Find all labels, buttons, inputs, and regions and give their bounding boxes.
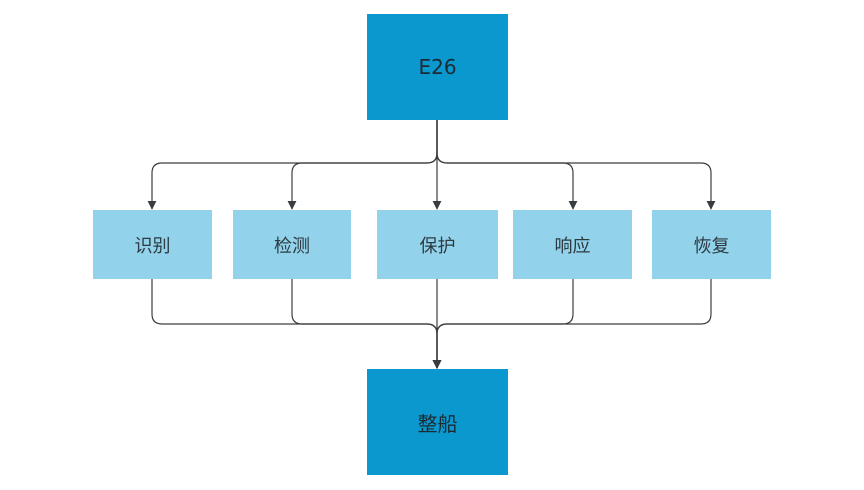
middle-node-2[interactable]: 检测 bbox=[233, 210, 351, 279]
bottom-node[interactable]: 整船 bbox=[367, 369, 508, 475]
middle-node-4[interactable]: 响应 bbox=[513, 210, 632, 279]
middle-node-2-label: 检测 bbox=[274, 235, 310, 257]
top-node-label: E26 bbox=[418, 55, 457, 79]
connector-top-to-node-5 bbox=[436, 120, 716, 210]
connector-node-2-to-bottom bbox=[291, 279, 442, 369]
fanout-connectors bbox=[147, 120, 716, 210]
middle-node-1-label: 识别 bbox=[134, 235, 171, 257]
middle-node-3[interactable]: 保护 bbox=[377, 210, 498, 279]
middle-node-4-label: 响应 bbox=[554, 235, 591, 257]
connector-top-to-node-1 bbox=[147, 120, 438, 210]
middle-node-1[interactable]: 识别 bbox=[93, 210, 212, 279]
middle-node-3-label: 保护 bbox=[419, 235, 456, 257]
connector-node-5-to-bottom bbox=[432, 279, 712, 369]
top-node[interactable]: E26 bbox=[367, 14, 508, 120]
connector-top-to-node-2 bbox=[287, 120, 438, 210]
middle-node-5[interactable]: 恢复 bbox=[652, 210, 771, 279]
bottom-node-label: 整船 bbox=[417, 411, 458, 436]
middle-node-5-label: 恢复 bbox=[693, 235, 730, 257]
connector-top-to-node-4 bbox=[436, 120, 578, 210]
fanin-connectors bbox=[151, 279, 712, 369]
